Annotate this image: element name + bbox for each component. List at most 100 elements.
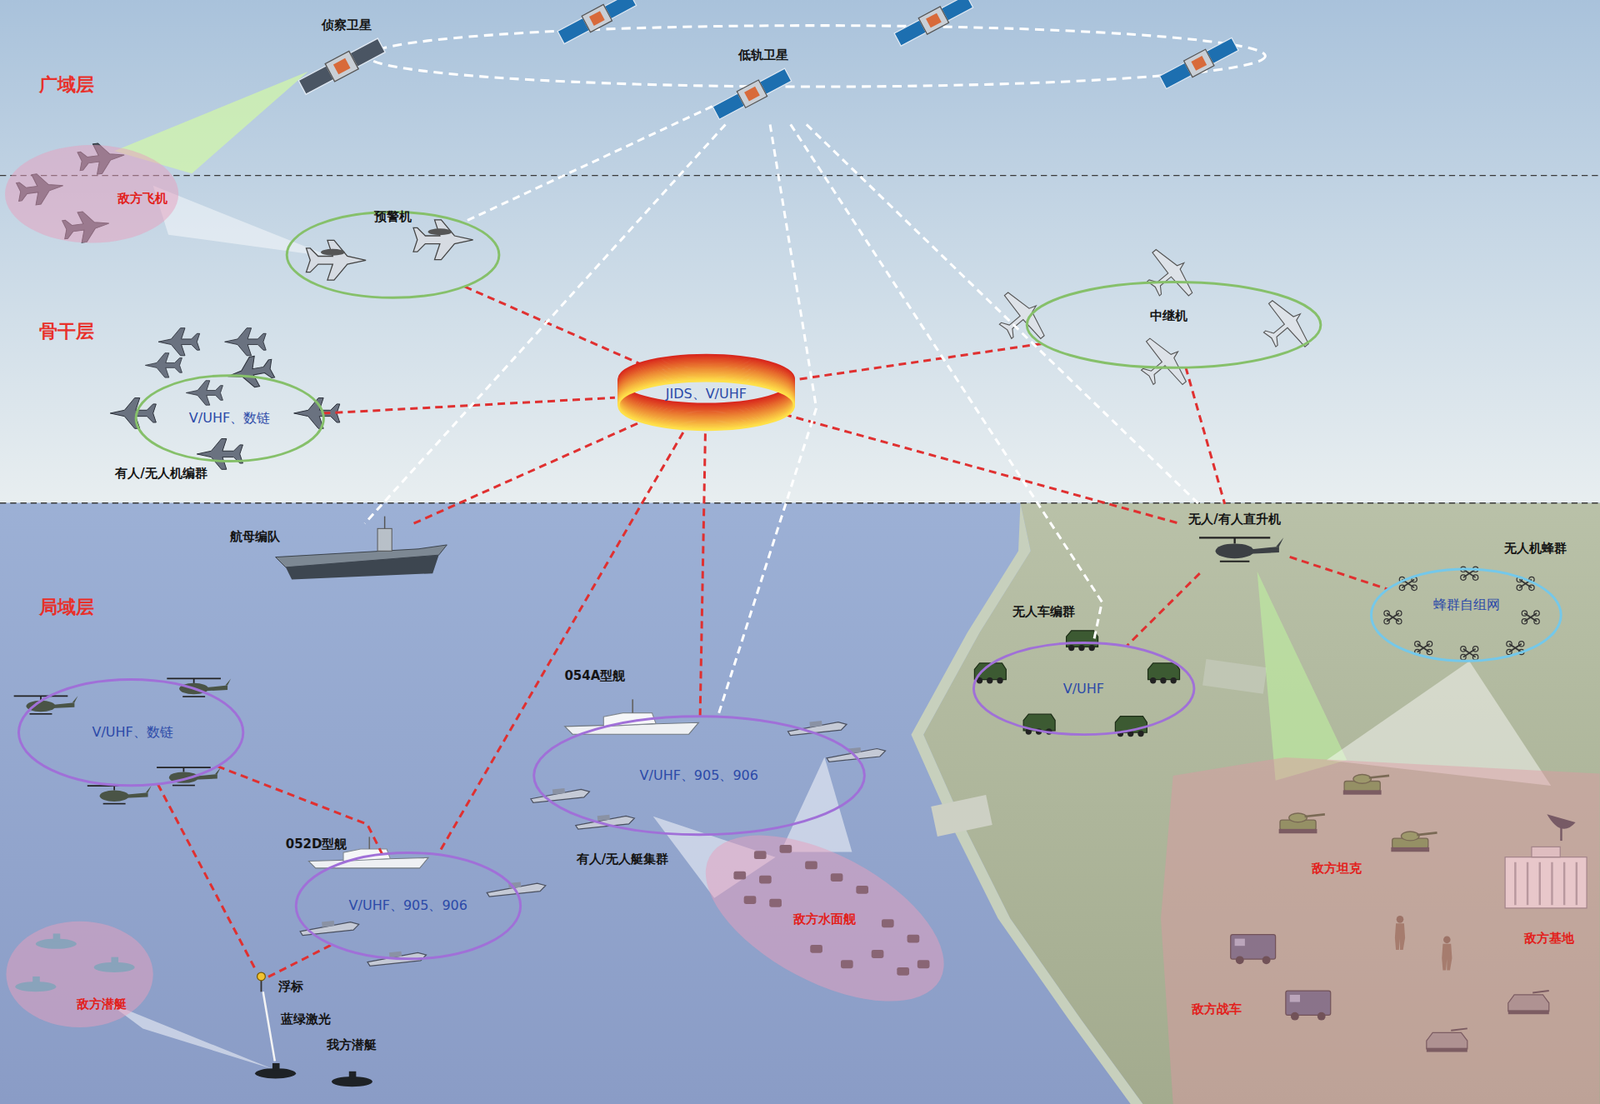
carrier-island — [377, 528, 392, 551]
drone-rotor — [1460, 654, 1466, 660]
platform-node: 无人/有人直升机 — [1180, 504, 1290, 574]
sea — [0, 503, 1600, 1104]
relay-uav — [1135, 241, 1202, 311]
node-label: 蜂群自组网 — [1433, 597, 1500, 613]
shape-group — [973, 642, 1194, 735]
heli-tail — [125, 792, 149, 799]
drone-rotor — [1506, 641, 1512, 647]
fighter-jet — [225, 328, 267, 356]
icon-label: 侦察卫星 — [321, 18, 372, 33]
data-link — [157, 784, 255, 970]
shape-group — [5, 145, 179, 244]
zone-outline — [973, 642, 1194, 735]
zone-outline — [5, 145, 179, 244]
shape-group — [533, 716, 865, 835]
drone-rotor — [1521, 619, 1527, 625]
land — [923, 503, 1600, 1104]
fighter-jet — [158, 328, 200, 356]
boat-hull — [826, 747, 887, 762]
unmanned-boat — [575, 812, 635, 830]
enemy-ground-zone: 敌方坦克敌方基地敌方战车 — [1160, 753, 1600, 1104]
satellite-body — [1184, 49, 1215, 77]
network-ellipse: 中继机 — [1025, 280, 1322, 370]
drone-rotor — [1534, 619, 1540, 625]
drone-icon — [1460, 646, 1479, 660]
awacs-aircraft — [305, 240, 366, 280]
satellite-core — [333, 58, 351, 75]
enemy-zone: 敌方水面舰 — [694, 831, 955, 1010]
zone-outline — [5, 921, 153, 1028]
terrain-patch — [1202, 659, 1267, 695]
helicopter-icon — [166, 678, 231, 697]
node-label: 054A型舰 — [564, 669, 625, 684]
unmanned-vehicle — [1148, 663, 1180, 684]
data-link — [263, 991, 275, 1061]
relay-uav — [1251, 292, 1319, 362]
heli-fin — [225, 678, 231, 685]
helicopter-icon — [87, 785, 152, 805]
network-ellipse: 054A型舰V/UHF、905、906有人/无人艇集群 — [530, 663, 868, 873]
heli-mast — [183, 767, 185, 772]
heli-fin — [1275, 537, 1284, 547]
layer-title: 广域层 — [39, 74, 95, 95]
sensor-cone — [107, 1002, 275, 1070]
network-ellipse: 预警机 — [285, 207, 500, 300]
unmanned-vehicle — [1066, 630, 1099, 651]
shape-group — [295, 853, 520, 960]
boat-cabin — [321, 920, 335, 928]
buoy-node: 浮标 — [250, 965, 309, 998]
heli-tail — [1249, 546, 1280, 555]
heli-skid — [182, 695, 205, 698]
shape-group — [618, 355, 795, 431]
shape-group — [18, 679, 243, 785]
satellite-icon — [556, 0, 638, 46]
node-label: 无人车编群 — [1012, 605, 1075, 620]
awacs-body — [305, 240, 366, 280]
drone-rotor — [1472, 646, 1478, 652]
awacs-aircraft — [413, 220, 474, 260]
unmanned-boat — [530, 785, 590, 804]
enemy-zone: 敌方飞机 — [5, 145, 179, 244]
vehicle-wheel — [1137, 730, 1144, 737]
heli-tail — [51, 702, 75, 709]
vehicle-body — [1066, 630, 1099, 648]
node-label: 无人/有人直升机 — [1188, 513, 1280, 528]
shape-group — [1371, 569, 1562, 661]
uav-body — [1135, 241, 1202, 311]
data-link — [322, 397, 615, 414]
orbit — [367, 25, 1266, 87]
node-label: V/UHF、数链 — [92, 725, 174, 740]
drone-icon — [1415, 641, 1433, 655]
node-shape — [285, 832, 523, 961]
satellite-icon — [893, 0, 975, 48]
node-label: 有人/无人机编群 — [115, 467, 207, 482]
enemy-zone: 敌方潜艇 — [4, 918, 158, 1031]
data-link — [217, 766, 383, 855]
node-label: 敌方水面舰 — [793, 913, 856, 928]
fighter-jet — [110, 398, 156, 430]
node-shape — [971, 600, 1196, 740]
satellite-node: 低轨卫星 — [712, 40, 815, 125]
data-link — [1185, 367, 1225, 505]
ship-mast — [631, 699, 634, 713]
drone-rotor — [1529, 585, 1535, 590]
vehicle-body — [1148, 663, 1180, 680]
layer-divider — [0, 175, 1600, 176]
heli-skid — [103, 803, 126, 805]
node-label: 敌方飞机 — [117, 191, 168, 206]
jet-body — [185, 380, 223, 405]
zone-outline — [135, 375, 324, 462]
uav-body — [1129, 330, 1196, 400]
data-link — [700, 433, 705, 716]
heli-skid — [172, 785, 195, 787]
fighter-jet — [196, 439, 243, 470]
satellite-body — [325, 50, 359, 82]
boat-hull — [300, 921, 360, 936]
unmanned-boat — [485, 879, 546, 897]
awacs-body — [413, 220, 474, 260]
submarine-icon — [331, 1071, 373, 1087]
vehicle-wheel — [1068, 645, 1075, 651]
drone-rotor — [1396, 619, 1402, 625]
